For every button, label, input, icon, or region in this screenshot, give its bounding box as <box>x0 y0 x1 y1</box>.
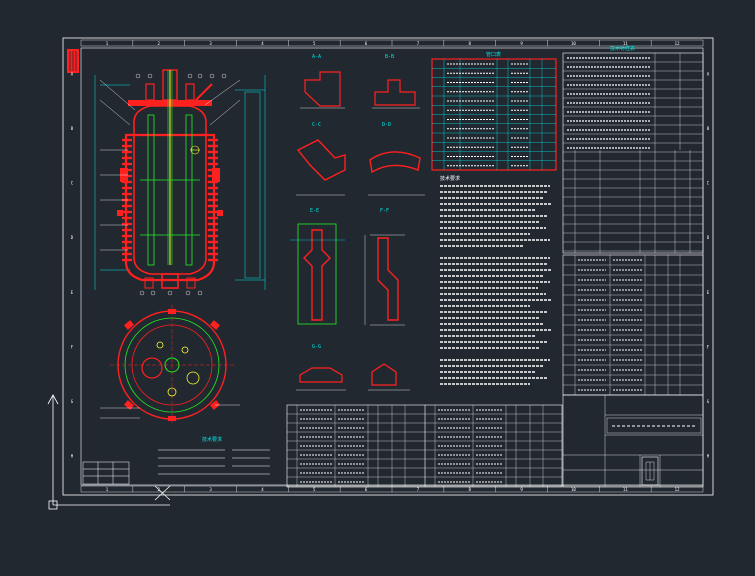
detail-title-e: E-E <box>310 208 319 214</box>
grid-col-label-bottom: 5 <box>313 487 316 492</box>
sheet-outer-frame <box>62 37 714 496</box>
grid-col-label-top: 3 <box>209 41 212 46</box>
grid-col-label-top: 9 <box>520 41 523 46</box>
corner-stamp <box>67 49 79 73</box>
grid-row-label-right: D <box>707 235 710 240</box>
grid-row-label-left: F <box>71 344 74 349</box>
grid-col-label-top: 7 <box>417 41 420 46</box>
detail-title-b: B-B <box>385 54 394 60</box>
grid-row-label-right: H <box>707 454 710 459</box>
grid-row-label-left: H <box>71 454 74 459</box>
detail-title-c: C-C <box>312 122 321 128</box>
grid-col-label-bottom: 9 <box>520 487 523 492</box>
grid-row-label-right: A <box>707 71 710 76</box>
nozzle-table-heading: 管口表 <box>486 51 501 58</box>
grid-row-label-right: E <box>707 290 710 295</box>
detail-title-d: D-D <box>382 122 391 128</box>
parts-list-right <box>562 254 704 396</box>
grid-row-label-right: F <box>707 344 710 349</box>
grid-col-label-top: 11 <box>623 41 628 46</box>
grid-col-label-top: 1 <box>106 41 109 46</box>
grid-col-label-bottom: 4 <box>261 487 264 492</box>
plan-notes: 技术要求 <box>158 436 270 475</box>
grid-col-label-top: 4 <box>261 41 264 46</box>
grid-row-label-right: G <box>707 399 710 404</box>
grid-col-label-top: 8 <box>469 41 472 46</box>
detail-title-f: F-F <box>380 208 389 214</box>
grid-row-label-left: A <box>71 71 74 76</box>
grid-col-label-bottom: 8 <box>469 487 472 492</box>
grid-col-label-top: 12 <box>675 41 680 46</box>
grid-col-label-bottom: 10 <box>571 487 576 492</box>
detail-title-g: G-G <box>312 344 321 350</box>
revision-block <box>82 461 130 485</box>
technical-notes: 技术要求 <box>440 175 552 385</box>
grid-row-label-left: B <box>71 126 74 131</box>
grid-row-label-left: D <box>71 235 74 240</box>
vessel-plan-view <box>100 305 240 425</box>
notes-heading-plan: 技术要求 <box>202 436 222 443</box>
grid-row-label-left: C <box>71 181 74 186</box>
grid-col-label-bottom: 3 <box>209 487 212 492</box>
nozzle-table: 管口表 <box>431 51 557 171</box>
detail-views: A-A B-B C-C D-D E-E F-F G-G <box>290 54 425 391</box>
notes-heading: 技术要求 <box>440 175 460 182</box>
ucs-icon <box>47 394 171 510</box>
grid-col-label-top: 2 <box>158 41 161 46</box>
spec-table-heading: 技术特性表 <box>610 45 635 52</box>
grid-row-label-right: C <box>707 181 710 186</box>
grid-row-label-right: B <box>707 126 710 131</box>
grid-row-label-left: G <box>71 399 74 404</box>
grid-col-label-bottom: 6 <box>365 487 368 492</box>
grid-col-label-bottom: 7 <box>417 487 420 492</box>
detail-title-a: A-A <box>312 54 321 60</box>
grid-col-label-top: 10 <box>571 41 576 46</box>
grid-col-label-bottom: 12 <box>675 487 680 492</box>
grid-col-label-bottom: 11 <box>623 487 628 492</box>
title-block <box>562 394 704 488</box>
parts-list-bottom <box>286 404 563 488</box>
spec-table: 技术特性表 <box>562 45 704 254</box>
grid-col-label-bottom: 1 <box>106 487 109 492</box>
grid-row-label-left: E <box>71 290 74 295</box>
grid-col-label-top: 5 <box>313 41 316 46</box>
vessel-elevation-view <box>94 69 266 296</box>
grid-col-label-top: 6 <box>365 41 368 46</box>
